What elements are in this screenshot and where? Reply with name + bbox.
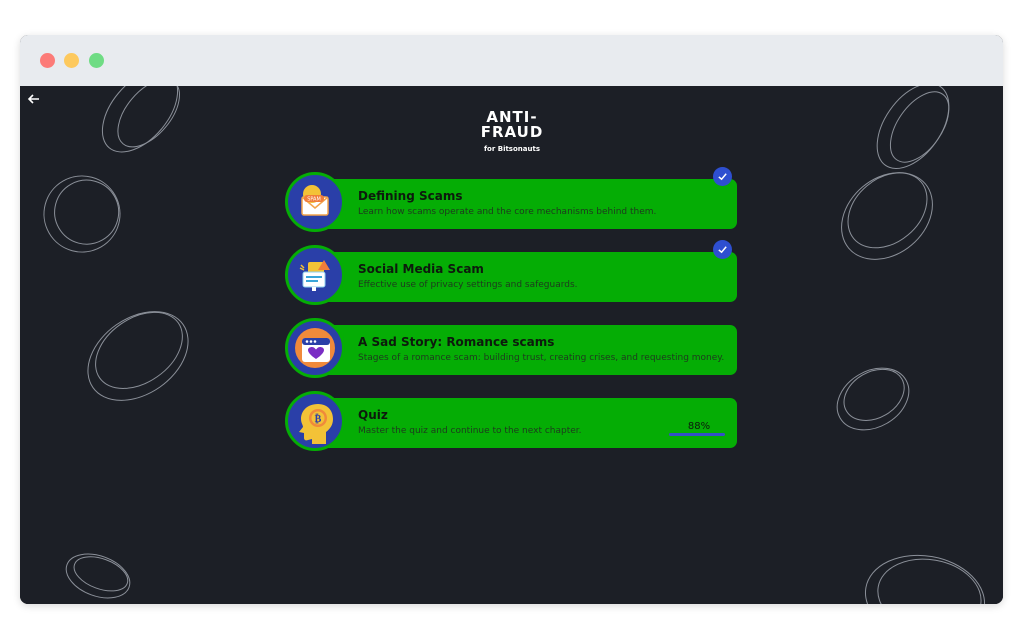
module-title: Quiz xyxy=(358,408,388,422)
anti-fraud-logo: ANTI- FRAUD for Bitsonauts xyxy=(460,108,564,154)
module-card-bar xyxy=(309,179,737,229)
module-title: A Sad Story: Romance scams xyxy=(358,335,555,349)
module-card-bar xyxy=(309,398,737,448)
module-card-social-media-scam[interactable]: Social Media Scam Effective use of priva… xyxy=(285,240,738,305)
progress-bar xyxy=(669,433,725,436)
module-description: Learn how scams operate and the core mec… xyxy=(358,207,657,217)
quiz-head-bitcoin-icon: ₿ xyxy=(299,404,333,444)
coin-icon xyxy=(864,554,986,604)
romance-heart-icon xyxy=(295,328,335,368)
module-card-defining-scams[interactable]: SPAM Defining Scams Learn how scams oper… xyxy=(285,167,738,232)
module-card-romance-scams[interactable]: A Sad Story: Romance scams Stages of a r… xyxy=(285,318,738,378)
module-icon-container: SPAM xyxy=(285,172,345,232)
coin-icon xyxy=(43,175,121,253)
main-content: ANTI- FRAUD for Bitsonauts SPAM Defining… xyxy=(20,86,1003,604)
completed-check-badge xyxy=(713,240,732,259)
coin-icon xyxy=(87,311,189,401)
module-card-bar xyxy=(309,252,737,302)
browser-window: ANTI- FRAUD for Bitsonauts SPAM Defining… xyxy=(20,35,1003,604)
coin-icon xyxy=(876,86,950,169)
module-title: Social Media Scam xyxy=(358,262,484,276)
svg-text:₿: ₿ xyxy=(315,413,322,425)
arrow-left-icon xyxy=(27,94,39,104)
coin-icon xyxy=(101,86,180,153)
spam-mail-icon: SPAM xyxy=(301,185,329,216)
quiz-progress: 88% xyxy=(669,421,729,436)
module-icon-container: ₿ xyxy=(285,391,345,451)
minimize-window-button[interactable] xyxy=(64,53,79,68)
svg-text:SPAM: SPAM xyxy=(307,197,321,203)
module-description: Stages of a romance scam: building trust… xyxy=(358,353,725,363)
logo-line-2: FRAUD xyxy=(480,123,544,141)
logo-line-1: ANTI- xyxy=(486,108,538,126)
module-icon-container xyxy=(285,318,345,378)
social-alert-icon xyxy=(299,260,330,291)
maximize-window-button[interactable] xyxy=(89,53,104,68)
logo-tagline: for Bitsonauts xyxy=(483,145,540,153)
module-icon-container xyxy=(285,245,345,305)
module-card-quiz[interactable]: ₿ Quiz Master the quiz and continue to t… xyxy=(285,391,738,451)
module-title: Defining Scams xyxy=(358,189,463,203)
window-titlebar xyxy=(20,35,1003,86)
coin-icon xyxy=(836,367,910,431)
coin-background-decoration xyxy=(43,86,986,604)
close-window-button[interactable] xyxy=(40,53,55,68)
module-description: Master the quiz and continue to the next… xyxy=(358,426,582,436)
completed-check-badge xyxy=(713,167,732,186)
back-button[interactable] xyxy=(26,91,42,107)
check-icon xyxy=(718,173,727,181)
check-icon xyxy=(718,246,727,254)
module-description: Effective use of privacy settings and sa… xyxy=(358,280,578,290)
progress-percent-label: 88% xyxy=(687,421,711,432)
module-card-bar xyxy=(309,325,737,375)
coin-icon xyxy=(65,553,131,599)
coin-icon xyxy=(841,172,933,260)
